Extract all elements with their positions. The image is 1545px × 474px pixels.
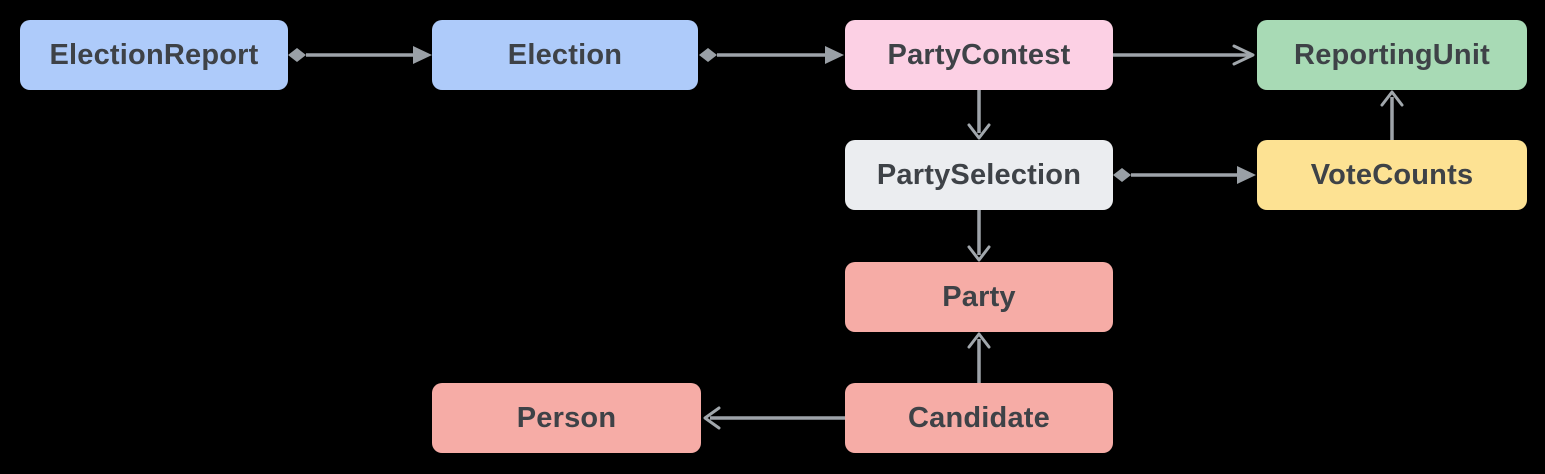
node-candidate[interactable]: Candidate (845, 383, 1113, 453)
diamond-marker (288, 48, 306, 62)
node-election[interactable]: Election (432, 20, 698, 90)
edge-partyselection-votecounts (1113, 166, 1256, 184)
open-arrowhead-icon (1232, 44, 1255, 66)
open-arrowhead-icon (1380, 90, 1404, 107)
solid-arrowhead-icon (825, 46, 844, 64)
diamond-marker (1113, 168, 1131, 182)
node-label: PartyContest (887, 38, 1071, 71)
node-party-contest[interactable]: PartyContest (845, 20, 1113, 90)
edge-partycontest-partyselection (967, 90, 991, 140)
edge-partyselection-party (967, 210, 991, 262)
node-label: Election (507, 38, 623, 71)
node-label: Party (942, 280, 1016, 313)
solid-arrowhead-icon (413, 46, 432, 64)
diamond-marker (699, 48, 717, 62)
edge-electionreport-election (288, 46, 432, 64)
node-party-selection[interactable]: PartySelection (845, 140, 1113, 210)
node-label: ElectionReport (49, 38, 259, 71)
node-vote-counts[interactable]: VoteCounts (1257, 140, 1527, 210)
node-party[interactable]: Party (845, 262, 1113, 332)
node-label: VoteCounts (1310, 158, 1474, 191)
node-label: PartySelection (876, 158, 1082, 191)
node-reporting-unit[interactable]: ReportingUnit (1257, 20, 1527, 90)
open-arrowhead-icon (967, 245, 991, 262)
node-election-report[interactable]: ElectionReport (20, 20, 288, 90)
open-arrowhead-icon (967, 123, 991, 140)
node-label: ReportingUnit (1294, 38, 1490, 71)
node-label: Candidate (908, 401, 1050, 434)
node-label: Person (516, 401, 617, 434)
open-arrowhead-icon (967, 332, 991, 349)
node-person[interactable]: Person (432, 383, 701, 453)
edge-partycontest-reportingunit (1113, 44, 1255, 66)
edge-votecounts-reportingunit (1380, 90, 1404, 140)
edge-election-partycontest (699, 46, 844, 64)
edge-candidate-person (703, 406, 845, 430)
edge-candidate-party (967, 332, 991, 383)
solid-arrowhead-icon (1237, 166, 1256, 184)
open-arrowhead-icon (703, 406, 721, 430)
